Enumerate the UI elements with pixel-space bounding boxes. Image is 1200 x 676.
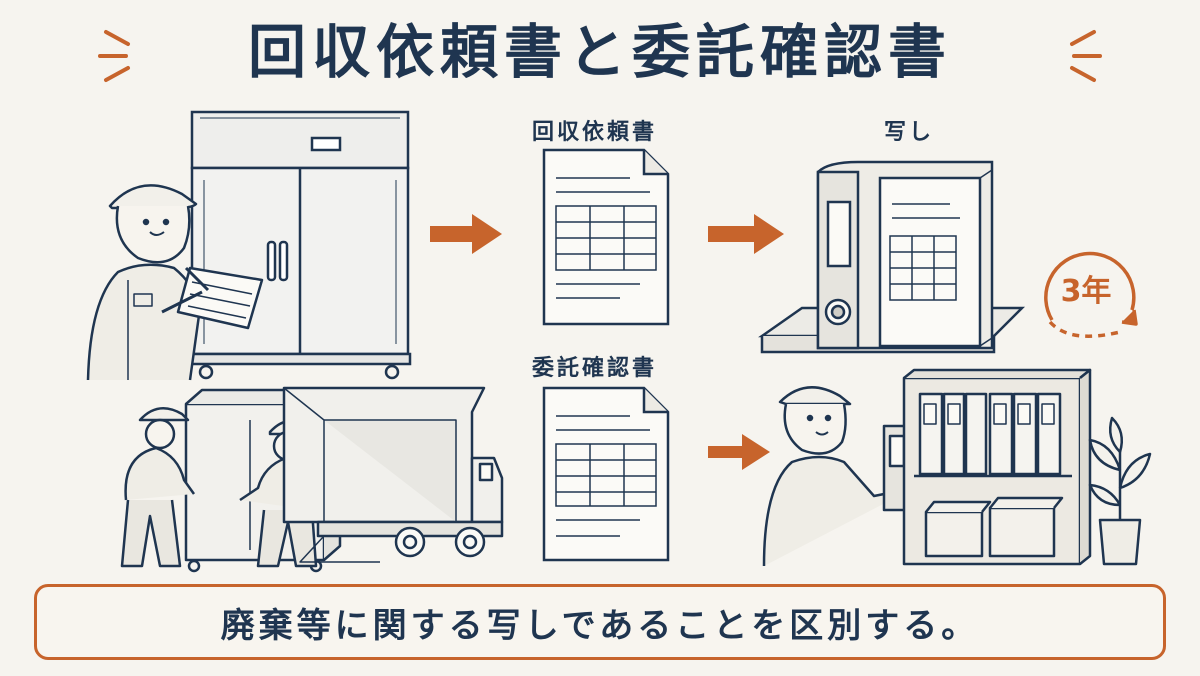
worker-clipboard-icon (86, 184, 264, 381)
arrow-right-icon (430, 214, 502, 254)
title-accent-left-icon (98, 30, 130, 82)
page-title: 回収依頼書と委託確認書 (247, 18, 952, 86)
binder-icon (758, 160, 1026, 354)
plant-icon (1088, 416, 1152, 566)
retention-period-badge: 3年 (1060, 274, 1112, 309)
arrow-right-icon-3 (708, 434, 770, 470)
arrow-right-icon-2 (708, 214, 784, 254)
consignment-form-label: 委託確認書 (532, 356, 658, 381)
shelf-icon (902, 368, 1092, 566)
document-icon (542, 148, 670, 326)
request-form-label: 回収依頼書 (532, 120, 658, 145)
refrigerator-icon (188, 110, 412, 380)
document-icon-2 (542, 386, 670, 562)
footer-caption: 廃棄等に関する写しであることを区別する。 (220, 605, 980, 646)
truck-icon (282, 386, 504, 563)
copy-label: 写し (884, 120, 935, 145)
circular-arrow-icon (1044, 251, 1138, 338)
title-accent-right-icon (1070, 30, 1102, 82)
worker-binder-icon (762, 386, 926, 567)
footer-caption-box: 廃棄等に関する写しであることを区別する。 (34, 584, 1166, 660)
